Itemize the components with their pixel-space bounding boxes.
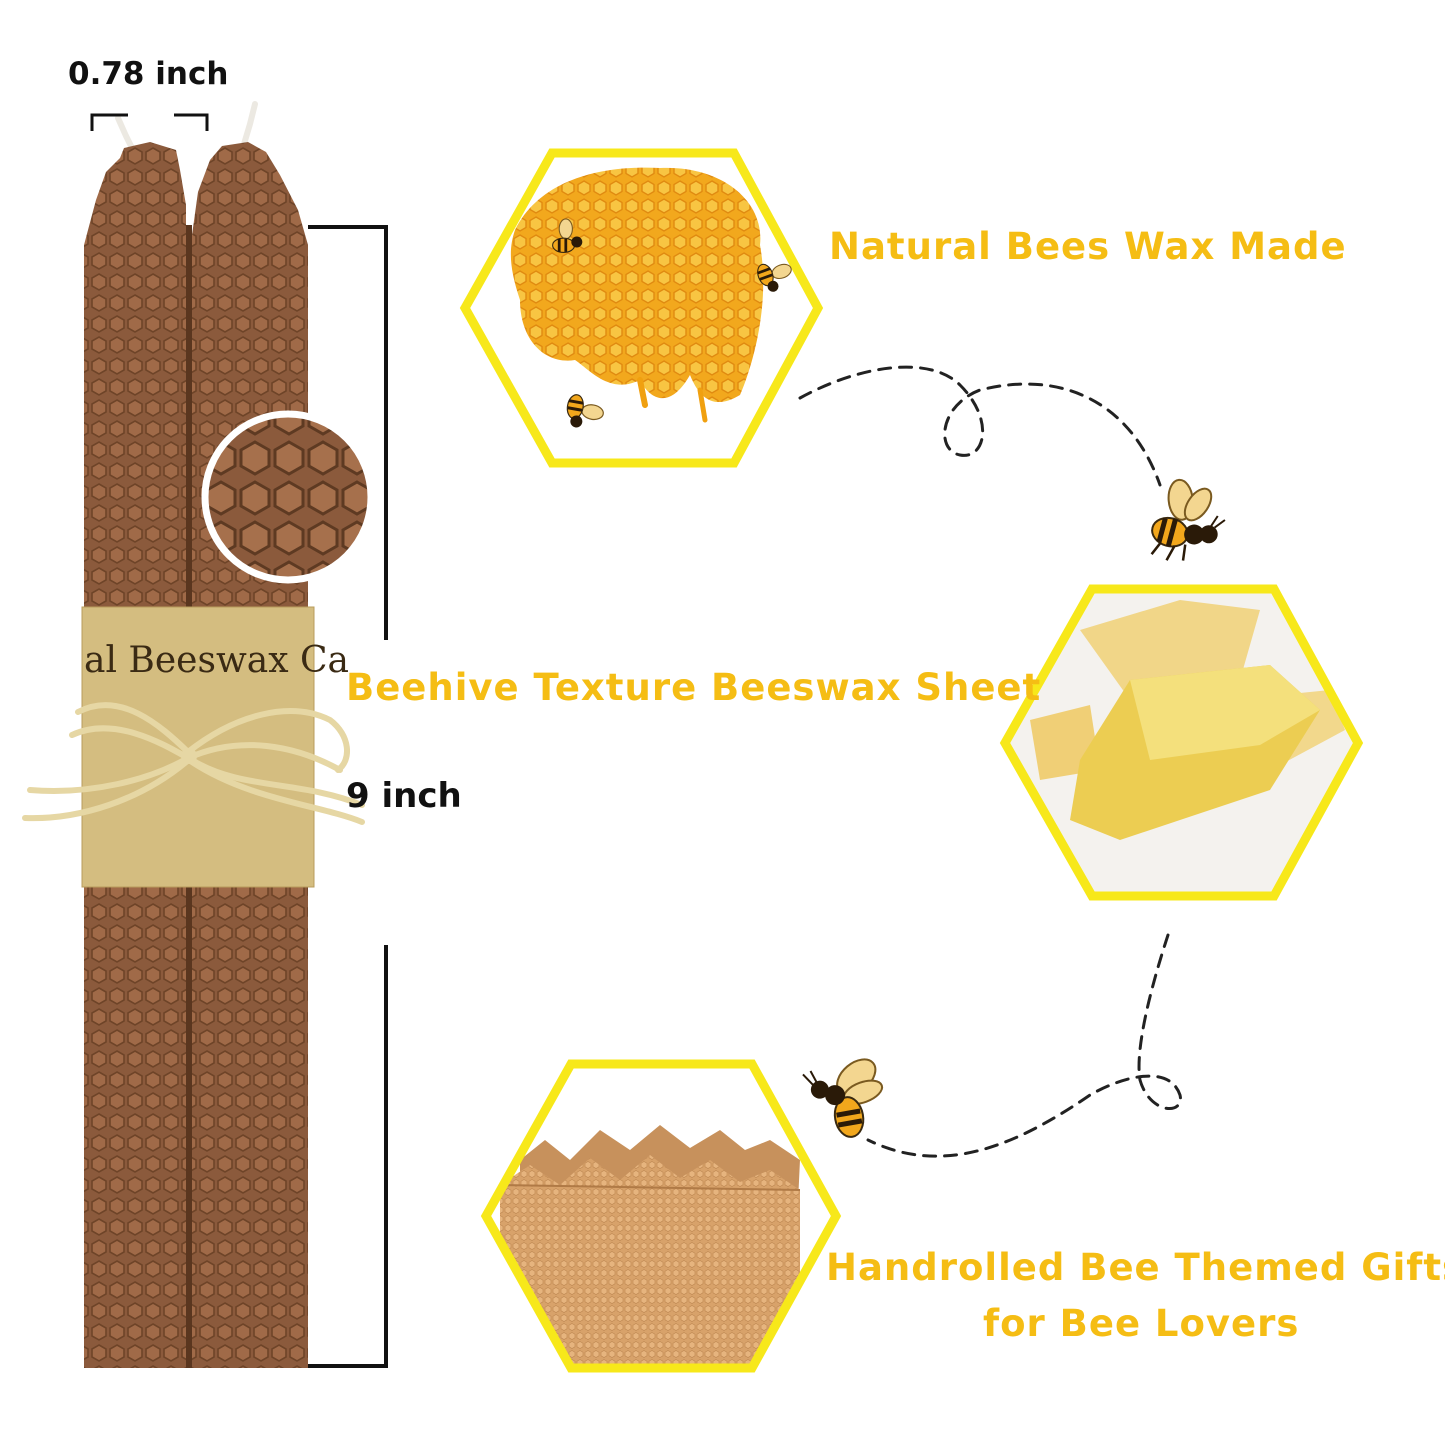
height-measurement: 9 inch (346, 776, 462, 816)
candle-band-text: al Beeswax Ca (84, 640, 349, 681)
texture-zoom-circle (201, 410, 375, 584)
bee-icon (802, 1058, 884, 1138)
width-measurement: 0.78 inch (68, 56, 229, 92)
dashed-flight-path (798, 365, 1182, 1158)
bee-icon (757, 263, 792, 292)
bee-icon (552, 218, 583, 254)
height-bracket (308, 225, 388, 1368)
honeycomb-photo (459, 148, 824, 468)
bee-icon (1150, 478, 1226, 561)
width-bracket (90, 113, 209, 131)
wax-blocks-photo (999, 584, 1364, 901)
feature-beehive-texture: Beehive Texture Beeswax Sheet (346, 666, 1042, 709)
feature-natural-beeswax: Natural Bees Wax Made (829, 225, 1347, 268)
wax-sheets-photo (480, 1059, 842, 1373)
raffia-bow (22, 702, 365, 825)
feature-handrolled-gifts: Handrolled Bee Themed Gifts (826, 1246, 1445, 1289)
bee-icon (566, 394, 604, 428)
feature-bee-lovers: for Bee Lovers (983, 1302, 1300, 1345)
